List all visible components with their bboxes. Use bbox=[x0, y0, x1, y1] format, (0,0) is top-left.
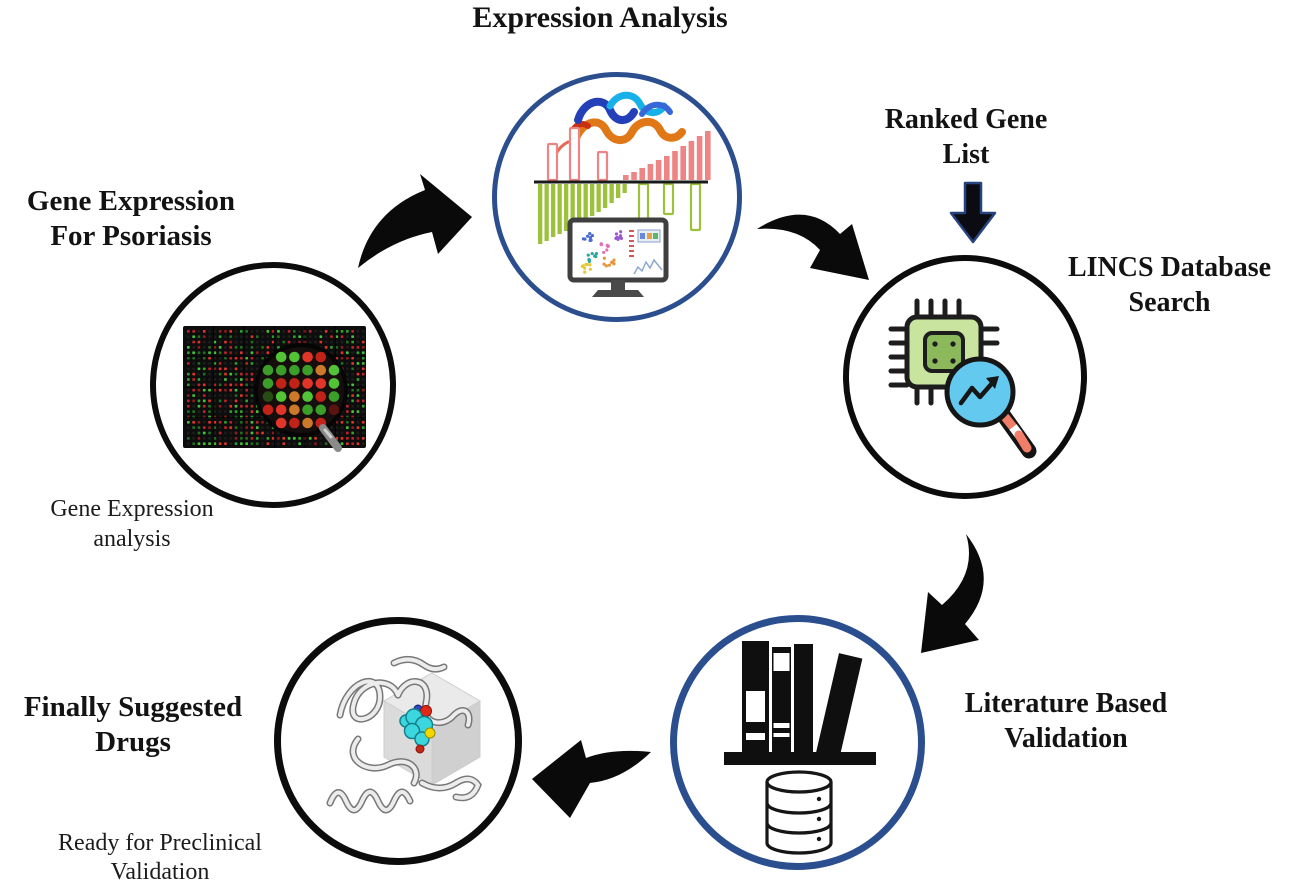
magnified-spots bbox=[262, 351, 340, 429]
heading-line: For Psoriasis bbox=[50, 220, 212, 252]
caption-line: Ready for Preclinical bbox=[58, 830, 262, 856]
monitor-icon bbox=[567, 217, 669, 297]
trend-magnifier-icon bbox=[944, 356, 1037, 459]
source-node-heading: Gene Expression For Psoriasis bbox=[0, 184, 262, 254]
arrow-source-to-expression-icon bbox=[358, 174, 472, 268]
arrow-lincs-to-literature-icon bbox=[921, 534, 984, 653]
protein-gsea-monitor-icon bbox=[492, 72, 742, 322]
database-cylinder-icon bbox=[765, 770, 833, 855]
literature-node-heading: Literature Based Validation bbox=[938, 686, 1194, 756]
heading-line: Finally Suggested bbox=[23, 691, 243, 723]
magnifier-handle bbox=[319, 424, 342, 452]
lincs-database-search-node bbox=[843, 255, 1087, 499]
caption-line: Validation bbox=[110, 859, 210, 885]
ranked-gene-list-heading: Ranked Gene List bbox=[850, 102, 1082, 172]
arrow-literature-to-drugs-icon bbox=[532, 740, 651, 818]
protein-ligand-docking-icon bbox=[274, 617, 522, 865]
heading-line: Validation bbox=[1004, 723, 1128, 754]
heading-line: Search bbox=[1128, 287, 1211, 318]
heading-line: List bbox=[942, 139, 990, 170]
caption-line: Gene Expression bbox=[50, 496, 214, 522]
expression-analysis-node bbox=[492, 72, 742, 322]
scatter-clusters bbox=[580, 230, 624, 274]
heading-line: Drugs bbox=[95, 726, 171, 758]
magnifier-lens bbox=[254, 343, 348, 437]
literature-validation-node bbox=[670, 615, 925, 870]
caption-line: analysis bbox=[93, 526, 171, 552]
heading-line: Gene Expression bbox=[26, 185, 236, 217]
heading-line: Literature Based bbox=[964, 688, 1168, 719]
gene-expression-source-node bbox=[150, 262, 396, 508]
microarray-magnifier-icon bbox=[150, 262, 396, 508]
drugs-node-caption: Ready for Preclinical Validation bbox=[35, 829, 285, 886]
ranked-list-down-arrow-icon bbox=[949, 181, 997, 244]
source-node-caption: Gene Expression analysis bbox=[8, 494, 256, 554]
lincs-node-heading: LINCS Database Search bbox=[1040, 250, 1299, 320]
books-database-icon bbox=[670, 615, 925, 870]
gsea-rank-plot-icon bbox=[534, 126, 711, 244]
heading-line: LINCS Database bbox=[1067, 252, 1272, 283]
books-icon bbox=[724, 641, 876, 765]
heading-line: Ranked Gene bbox=[884, 104, 1048, 135]
drug-molecule bbox=[399, 704, 436, 754]
screen-widgets bbox=[629, 229, 663, 275]
protein-ribbon-icon bbox=[554, 91, 686, 156]
arrow-expression-to-lincs-icon bbox=[757, 214, 869, 280]
drugs-node-heading: Finally Suggested Drugs bbox=[2, 690, 264, 760]
chip-magnifier-search-icon bbox=[843, 255, 1087, 499]
suggested-drugs-node bbox=[274, 617, 522, 865]
expression-analysis-title: Expression Analysis bbox=[472, 1, 728, 34]
